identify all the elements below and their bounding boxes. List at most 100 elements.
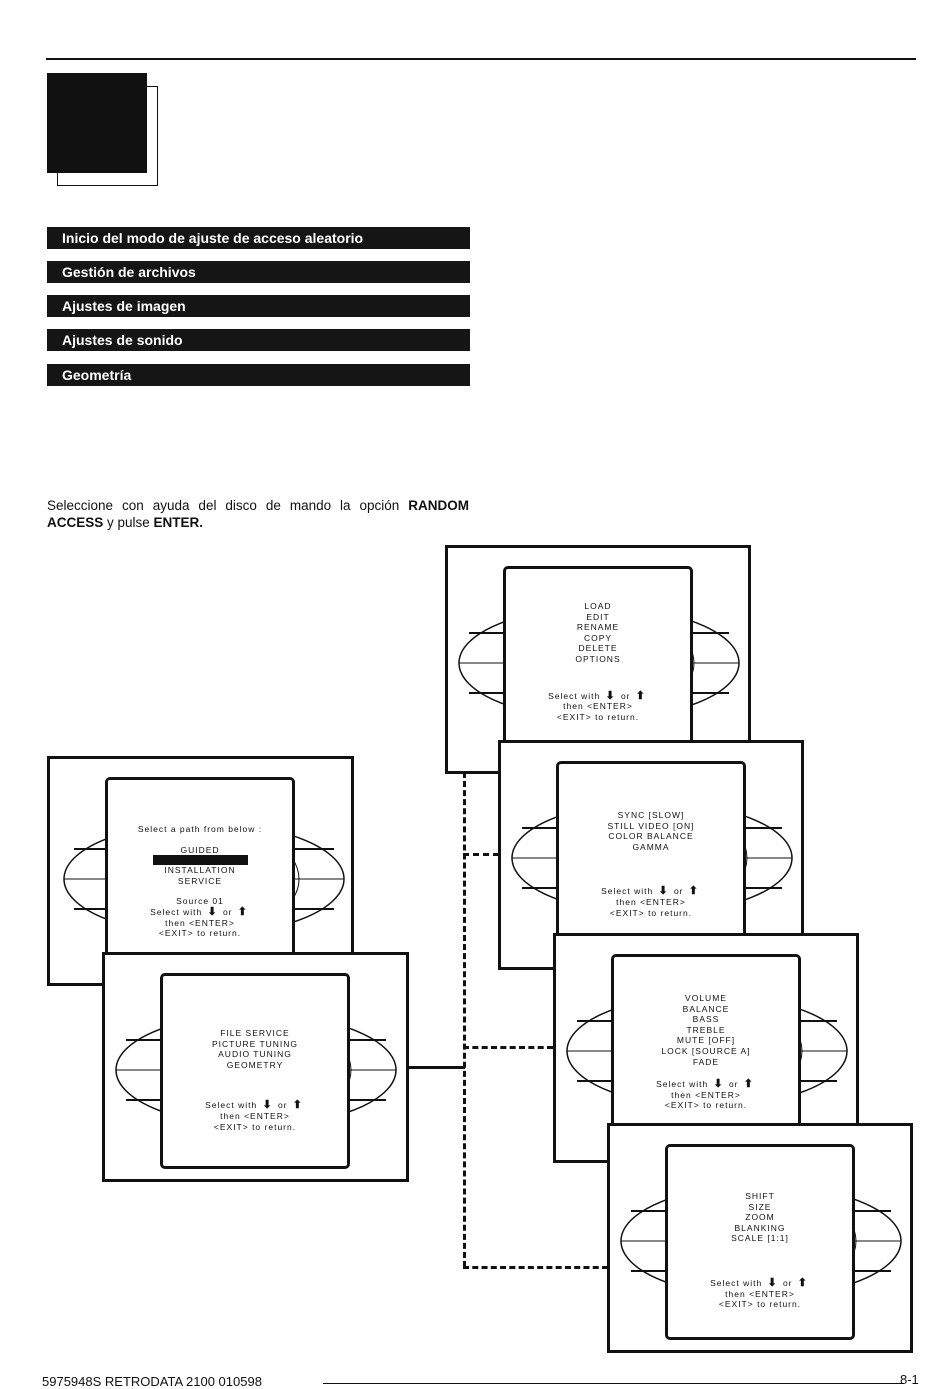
- toc-item-geometry[interactable]: Geometría: [47, 364, 470, 386]
- arrow-down-icon: ⬇: [262, 1099, 273, 1112]
- nav-select-text: Select with: [601, 886, 654, 897]
- footer-document-id: 5975948S RETRODATA 2100 010598: [42, 1374, 262, 1389]
- nav-select-text: Select with: [548, 690, 601, 701]
- nav-hint-exit: <EXIT> to return.: [609, 907, 693, 918]
- screen-picture-tuning: SYNC [SLOW] STILL VIDEO [ON] COLOR BALAN…: [498, 740, 804, 970]
- nav-or-text: or: [673, 886, 684, 897]
- connector-line: [408, 1066, 465, 1069]
- connector-dashed-picture: [463, 853, 499, 856]
- screen-geometry: SHIFT SIZE ZOOM BLANKING SCALE [1:1] Sel…: [607, 1123, 913, 1353]
- menu-title: Select a path from below :: [137, 824, 263, 834]
- connector-dashed-geometry: [463, 1266, 608, 1269]
- nav-hint-enter: then <ENTER>: [165, 917, 235, 928]
- menu-item-balance[interactable]: BALANCE: [682, 1003, 730, 1014]
- arrow-up-icon: ⬆: [237, 905, 248, 918]
- toc-item-file-management[interactable]: Gestión de archivos: [47, 261, 470, 283]
- connector-dashed-vertical: [463, 772, 466, 1267]
- nav-or-text: or: [782, 1277, 793, 1288]
- menu-item-load[interactable]: LOAD: [584, 601, 612, 611]
- intro-text-2: y pulse: [103, 515, 154, 530]
- nav-hint-exit: <EXIT> to return.: [718, 1299, 802, 1310]
- menu-item-bass[interactable]: BASS: [692, 1014, 720, 1025]
- menu-panel: LOAD EDIT RENAME COPY DELETE OPTIONS Sel…: [503, 566, 693, 762]
- menu-item-scale[interactable]: SCALE [1:1]: [731, 1233, 789, 1244]
- toc-item-picture-settings[interactable]: Ajustes de imagen: [47, 295, 470, 317]
- menu-item-highlighted[interactable]: [152, 855, 248, 866]
- intro-bold-random-access: RANDOM ACCESS: [47, 498, 469, 530]
- nav-hint-select: Select with ⬇ or ⬆: [559, 886, 743, 897]
- nav-or-text: or: [222, 906, 233, 917]
- menu-item-still-video[interactable]: STILL VIDEO [ON]: [607, 820, 695, 831]
- menu-item-rename[interactable]: RENAME: [576, 622, 620, 633]
- menu-item-volume[interactable]: VOLUME: [685, 993, 727, 1003]
- header-rule: [46, 58, 916, 60]
- arrow-down-icon: ⬇: [767, 1276, 778, 1289]
- nav-hint-enter: then <ENTER>: [725, 1288, 795, 1299]
- nav-hint-exit: <EXIT> to return.: [664, 1100, 748, 1111]
- page-number: 8-1: [900, 1372, 919, 1387]
- nav-hint-select: Select with ⬇ or ⬆: [668, 1278, 852, 1289]
- arrow-up-icon: ⬆: [635, 689, 646, 702]
- menu-panel: FILE SERVICE PICTURE TUNING AUDIO TUNING…: [160, 973, 350, 1169]
- nav-hint-enter: then <ENTER>: [671, 1089, 741, 1100]
- source-label: Source 01: [176, 896, 224, 907]
- menu-panel: Select a path from below : GUIDED INSTAL…: [105, 777, 295, 977]
- arrow-up-icon: ⬆: [743, 1078, 754, 1091]
- menu-item-guided[interactable]: GUIDED: [180, 844, 220, 855]
- menu-panel: SHIFT SIZE ZOOM BLANKING SCALE [1:1] Sel…: [665, 1144, 855, 1340]
- nav-hint-enter: then <ENTER>: [616, 896, 686, 907]
- nav-hint-select: Select with ⬇ or ⬆: [614, 1079, 798, 1090]
- nav-hint-select: Select with ⬇ or ⬆: [163, 1100, 347, 1111]
- toc-item-sound-settings[interactable]: Ajustes de sonido: [47, 329, 470, 351]
- intro-bold-enter: ENTER.: [153, 515, 204, 530]
- nav-hint-select: Select with ⬇ or ⬆: [506, 689, 690, 702]
- menu-item-mute[interactable]: MUTE [OFF]: [676, 1035, 736, 1046]
- chapter-marker: [47, 73, 147, 173]
- menu-item-color-balance[interactable]: COLOR BALANCE: [608, 831, 694, 842]
- menu-item-delete[interactable]: DELETE: [578, 643, 618, 654]
- nav-select-text: Select with: [150, 906, 203, 917]
- arrow-down-icon: ⬇: [605, 689, 616, 702]
- screen-random-access: FILE SERVICE PICTURE TUNING AUDIO TUNING…: [102, 952, 409, 1182]
- menu-item-gamma[interactable]: GAMMA: [632, 841, 670, 852]
- arrow-up-icon: ⬆: [797, 1276, 808, 1289]
- toc-item-random-access[interactable]: Inicio del modo de ajuste de acceso alea…: [47, 227, 470, 249]
- menu-item-zoom[interactable]: ZOOM: [745, 1212, 775, 1223]
- menu-item-fade[interactable]: FADE: [692, 1056, 720, 1067]
- menu-item-service[interactable]: SERVICE: [177, 875, 223, 886]
- menu-item-blanking[interactable]: BLANKING: [734, 1222, 786, 1233]
- arrow-down-icon: ⬇: [207, 905, 218, 918]
- intro-text-1: Seleccione con ayuda del disco de mando …: [47, 498, 409, 513]
- menu-item-treble[interactable]: TREBLE: [686, 1024, 726, 1035]
- arrow-up-icon: ⬆: [688, 885, 699, 898]
- nav-select-text: Select with: [656, 1079, 709, 1090]
- arrow-down-icon: ⬇: [713, 1078, 724, 1091]
- nav-hint-enter: then <ENTER>: [563, 701, 633, 712]
- arrow-down-icon: ⬇: [658, 885, 669, 898]
- menu-item-picture-tuning[interactable]: PICTURE TUNING: [211, 1038, 299, 1049]
- menu-item-shift[interactable]: SHIFT: [745, 1191, 775, 1201]
- menu-item-installation[interactable]: INSTALLATION: [164, 865, 236, 876]
- menu-item-sync[interactable]: SYNC [SLOW]: [617, 810, 685, 820]
- menu-item-geometry[interactable]: GEOMETRY: [226, 1059, 284, 1070]
- menu-item-options[interactable]: OPTIONS: [575, 653, 621, 664]
- menu-item-file-service[interactable]: FILE SERVICE: [220, 1028, 290, 1038]
- menu-item-copy[interactable]: COPY: [583, 632, 613, 643]
- nav-or-text: or: [728, 1079, 739, 1090]
- connector-dashed-audio: [463, 1046, 553, 1049]
- nav-or-text: or: [277, 1100, 288, 1111]
- arrow-up-icon: ⬆: [292, 1099, 303, 1112]
- nav-or-text: or: [620, 690, 631, 701]
- screen-file-service: LOAD EDIT RENAME COPY DELETE OPTIONS Sel…: [445, 545, 751, 774]
- intro-paragraph: Seleccione con ayuda del disco de mando …: [47, 497, 469, 531]
- nav-hint-select: Select with ⬇ or ⬆: [108, 907, 292, 918]
- nav-hint-exit: <EXIT> to return.: [213, 1121, 297, 1132]
- menu-item-edit[interactable]: EDIT: [586, 611, 610, 622]
- nav-hint-exit: <EXIT> to return.: [556, 711, 640, 722]
- nav-select-text: Select with: [710, 1277, 763, 1288]
- menu-item-audio-tuning[interactable]: AUDIO TUNING: [218, 1049, 292, 1060]
- nav-select-text: Select with: [205, 1100, 258, 1111]
- menu-item-lock[interactable]: LOCK [SOURCE A]: [661, 1045, 751, 1056]
- menu-item-size[interactable]: SIZE: [748, 1201, 772, 1212]
- footer-rule: [323, 1383, 904, 1384]
